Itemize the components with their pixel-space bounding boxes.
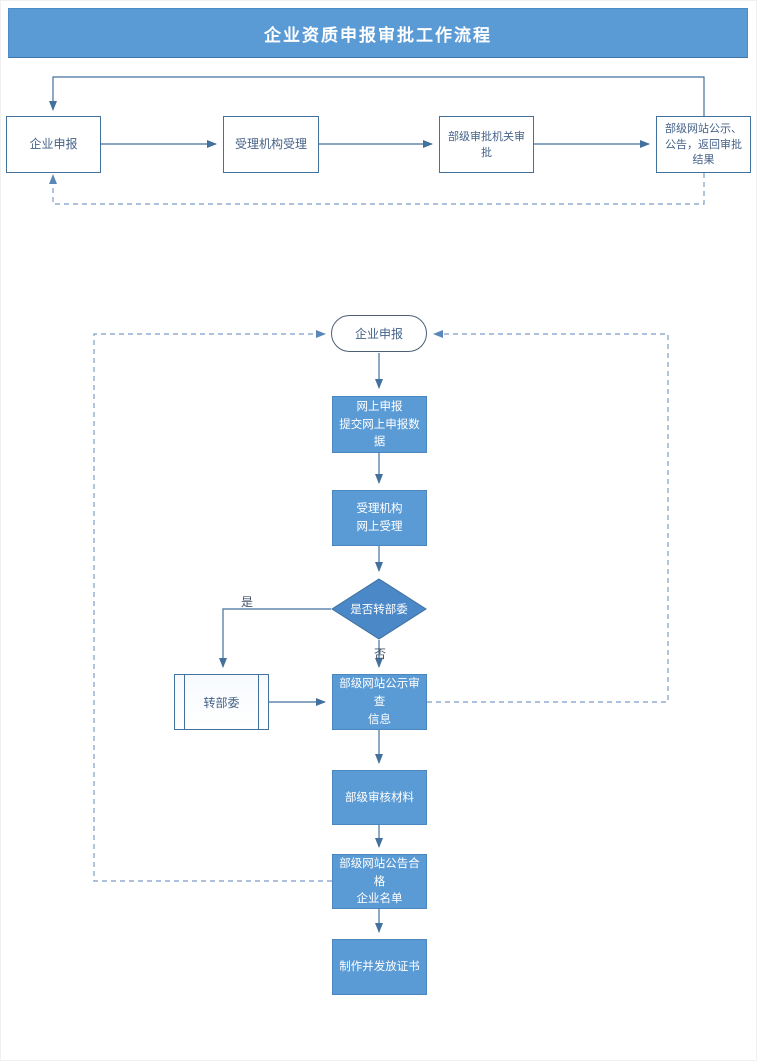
predefined-process-bar-left: [184, 675, 185, 729]
diamond-shape: [331, 578, 427, 640]
top-step-enterprise-declare: 企业申报: [6, 116, 101, 173]
branch-yes-label: 是: [241, 595, 254, 609]
subprocess-transfer-ministry: 转部委: [174, 674, 269, 730]
dashed-loop-right: [427, 330, 669, 703]
step-label: 部级审核材料: [345, 789, 414, 804]
page-title: 企业资质申报审批工作流程: [264, 25, 492, 46]
step-label: 受理机构 网上受理: [356, 501, 403, 533]
title-banner: 企业资质申报审批工作流程: [8, 8, 748, 58]
predefined-process-bar-right: [258, 675, 259, 729]
top-step-label: 企业申报: [29, 136, 78, 151]
dashed-feedback-bottom: [49, 173, 705, 205]
step-issue-certificate: 制作并发放证书: [332, 939, 427, 995]
top-step-publish-result: 部级网站公示、公告，返回审批结果: [656, 116, 751, 173]
top-step-ministry-approve: 部级审批机关审批: [439, 116, 534, 173]
step-online-accept: 受理机构 网上受理: [332, 490, 427, 546]
arrow-decision-yes: [219, 608, 331, 668]
start-label: 企业申报: [354, 327, 403, 341]
step-label: 网上申报 提交网上申报数据: [339, 398, 420, 449]
dashed-loop-left: [93, 330, 332, 882]
step-ministry-review: 部级审核材料: [332, 770, 427, 825]
step-label: 部级网站公示审查 信息: [339, 676, 420, 726]
top-step-label: 部级网站公示、公告，返回审批结果: [665, 121, 742, 167]
start-terminator: 企业申报: [331, 315, 427, 352]
top-step-label: 受理机构受理: [234, 136, 307, 151]
step-announce-qualified-list: 部级网站公告合格 企业名单: [332, 854, 427, 909]
top-step-agency-accept: 受理机构受理: [223, 116, 319, 173]
decision-label: 是否转部委: [350, 602, 408, 616]
step-label: 制作并发放证书: [339, 959, 420, 974]
branch-no-label: 否: [374, 647, 387, 661]
decision-transfer-ministry: 是否转部委: [331, 578, 427, 640]
top-step-label: 部级审批机关审批: [448, 129, 525, 159]
subprocess-label: 转部委: [203, 695, 240, 710]
step-label: 部级网站公告合格 企业名单: [339, 855, 420, 906]
step-website-publicity: 部级网站公示审查 信息: [332, 674, 427, 730]
arrow-feedback-top: [49, 76, 705, 117]
step-online-declare: 网上申报 提交网上申报数据: [332, 396, 427, 453]
